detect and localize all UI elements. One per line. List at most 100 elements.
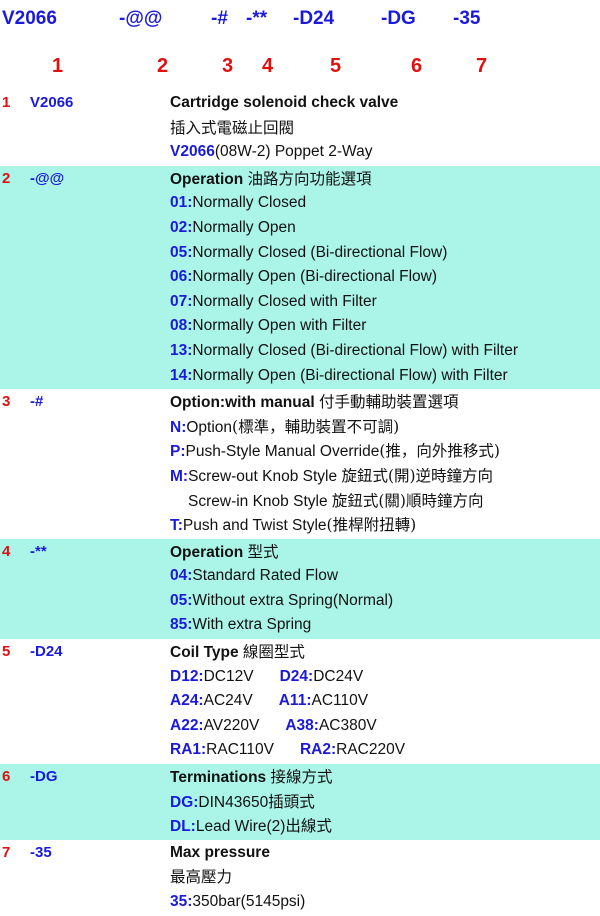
option-code: N: — [170, 418, 187, 436]
section-number: 1 — [2, 94, 11, 111]
option-code: DL: — [170, 818, 196, 836]
section-code: -DG — [30, 768, 58, 786]
section-title: Option:with manual 付手動輔助裝置選項 — [170, 390, 600, 415]
option-text: Operation — [170, 543, 248, 561]
option-line: 85:With extra Spring — [170, 613, 600, 638]
position-number: 5 — [330, 55, 342, 77]
section-title: Terminations 接線方式 — [170, 765, 600, 790]
option-text: DC24V — [313, 667, 364, 685]
section-number: 6 — [2, 768, 11, 786]
option-text: Cartridge solenoid check valve — [170, 94, 399, 111]
option-line: 02:Normally Open — [170, 216, 600, 241]
option-line: P:Push-Style Manual Override(推，向外推移式) — [170, 439, 600, 464]
option-text: DC12V — [203, 667, 254, 685]
position-number: 2 — [157, 55, 169, 77]
position-number: 7 — [476, 55, 488, 77]
option-line: 35:350bar(5145psi) — [170, 890, 600, 915]
option-line: 08:Normally Open with Filter — [170, 314, 600, 339]
position-number-row: 1 2 3 4 5 6 7 — [0, 52, 600, 82]
option-code: 01: — [170, 194, 193, 212]
section-number: 7 — [2, 843, 11, 861]
option-line: V2066(08W-2) Poppet 2-Way — [170, 140, 600, 165]
option-code: V2066 — [170, 143, 215, 161]
option-line: 01:Normally Closed — [170, 191, 600, 216]
code-part-7: -35 — [453, 8, 481, 29]
chinese-text: 接線方式 — [270, 768, 333, 787]
option-line: DG:DIN43650插頭式 — [170, 790, 600, 815]
section-code: -35 — [30, 843, 52, 861]
option-line: 14:Normally Open (Bi-directional Flow) w… — [170, 364, 600, 389]
position-number: 4 — [262, 55, 274, 77]
section-title: Operation 型式 — [170, 540, 600, 565]
option-text: RAC220V — [336, 741, 406, 759]
option-code: 85: — [170, 616, 193, 634]
option-code: 05: — [170, 243, 193, 261]
option-line: 04:Standard Rated Flow — [170, 564, 600, 589]
option-text: Terminations — [170, 769, 271, 787]
code-part-3: -# — [211, 8, 228, 29]
option-code: 35: — [170, 893, 193, 910]
code-part-5: -D24 — [293, 8, 335, 29]
option-line: N:Option(標準，輔助裝置不可調) — [170, 415, 600, 440]
section-code: -# — [30, 393, 44, 411]
option-text: AC24V — [203, 692, 253, 710]
chinese-text: 線圈型式 — [242, 643, 305, 662]
section-code: -@@ — [30, 169, 65, 187]
option-line: 07:Normally Closed with Filter — [170, 290, 600, 315]
section-code: V2066 — [30, 94, 74, 111]
option-line: 05:Normally Closed (Bi-directional Flow) — [170, 241, 600, 266]
section-code: -D24 — [30, 643, 63, 661]
option-code: T: — [170, 517, 183, 535]
option-text: AC380V — [318, 716, 377, 734]
option-text: Operation — [170, 170, 248, 188]
option-line: 13:Normally Closed (Bi-directional Flow)… — [170, 339, 600, 364]
option-text: 350bar(5145psi) — [192, 893, 306, 910]
option-code: 14: — [170, 366, 193, 384]
option-code: A22: — [170, 716, 204, 734]
option-code: 08: — [170, 317, 193, 335]
option-text: (08W-2) Poppet 2-Way — [214, 143, 373, 161]
option-line: M:Screw-out Knob Style 旋鈕式(開)逆時鐘方向 — [170, 464, 600, 489]
section-title: Max pressure — [170, 841, 600, 866]
option-code: DG: — [170, 793, 199, 811]
option-text: Screw-in Knob Style — [188, 492, 332, 510]
option-code: RA2: — [299, 741, 337, 759]
option-text: Normally Closed — [192, 194, 307, 212]
option-text: Coil Type — [170, 644, 243, 662]
option-text: Push-Style Manual Override — [185, 443, 380, 461]
option-text: AC110V — [311, 692, 369, 710]
option-text: Max pressure — [170, 843, 270, 861]
section-title: Cartridge solenoid check valve — [170, 91, 600, 116]
chinese-text: 旋鈕式(開)逆時鐘方向 — [341, 466, 494, 485]
position-number: 3 — [222, 55, 234, 77]
option-text: Push and Twist Style — [182, 517, 327, 535]
option-code: D24: — [279, 667, 314, 685]
option-line: 05:Without extra Spring(Normal) — [170, 589, 600, 614]
option-text: Without extra Spring(Normal) — [192, 591, 394, 609]
option-text: Normally Open (Bi-directional Flow) — [192, 268, 438, 286]
option-code: A11: — [278, 692, 312, 710]
option-text: Normally Open with Filter — [192, 317, 367, 335]
section-number: 3 — [2, 393, 11, 411]
option-line: DL:Lead Wire(2)出線式 — [170, 814, 600, 839]
chinese-text: 型式 — [247, 542, 279, 561]
option-code: 04: — [170, 567, 193, 585]
option-line: Screw-in Knob Style 旋鈕式(關)順時鐘方向 — [170, 489, 600, 514]
section-number: 2 — [2, 169, 11, 187]
option-text: RAC110V — [206, 741, 274, 759]
option-text: Normally Closed (Bi-directional Flow) — [192, 243, 448, 261]
option-text: Normally Closed (Bi-directional Flow) wi… — [192, 341, 518, 359]
chinese-text: 插入式電磁止回閥 — [170, 118, 295, 137]
code-part-6: -DG — [381, 8, 416, 29]
chinese-text: (推，向外推移式) — [379, 442, 500, 461]
option-code: M: — [170, 467, 189, 485]
chinese-text: 出線式 — [285, 817, 332, 836]
option-code: 13: — [170, 341, 193, 359]
option-text: AV220V — [203, 716, 260, 734]
